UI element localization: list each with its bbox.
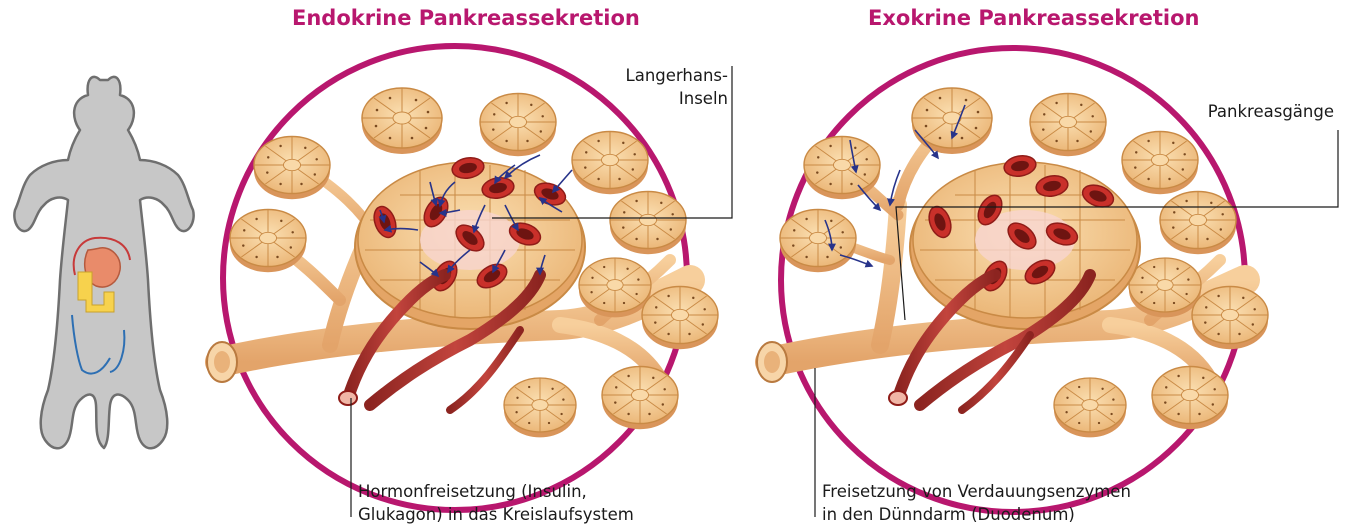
pancreatic-ducts-line1: Pankreasgänge (1208, 100, 1334, 123)
enzyme-release-label: Freisetzung von Verdauungsenzymen in den… (822, 480, 1131, 526)
pancreatic-ducts-label: Pankreasgänge (1208, 100, 1334, 123)
enzyme-release-line1: Freisetzung von Verdauungsenzymen (822, 480, 1131, 503)
exocrine-illustration (757, 48, 1268, 512)
endocrine-illustration (207, 46, 718, 510)
hormone-release-line1: Hormonfreisetzung (Insulin, (358, 480, 634, 503)
hormone-release-line2: Glukagon) in das Kreislaufsystem (358, 503, 634, 526)
enzyme-release-line2: in den Dünndarm (Duodenum) (822, 503, 1131, 526)
langerhans-label-line1: Langerhans- (626, 64, 728, 87)
dog-silhouette-icon (14, 77, 193, 448)
langerhans-label: Langerhans- Inseln (626, 64, 728, 110)
langerhans-label-line2: Inseln (626, 87, 728, 110)
hormone-release-label: Hormonfreisetzung (Insulin, Glukagon) in… (358, 480, 634, 526)
